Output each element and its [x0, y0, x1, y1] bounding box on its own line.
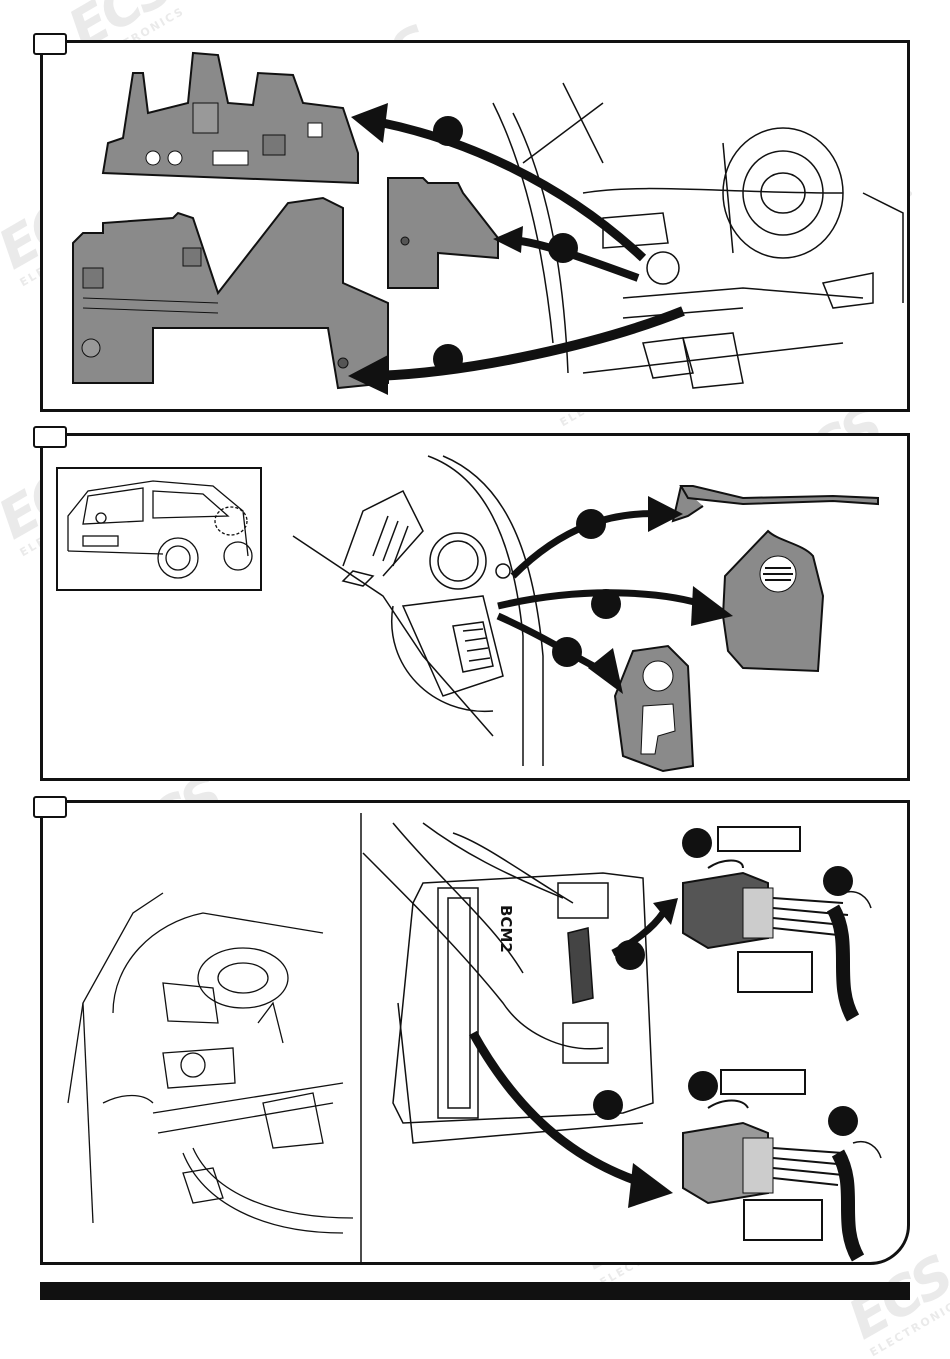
footer-bar	[40, 1282, 910, 1300]
callout-marker	[682, 828, 712, 858]
dashboard-side-lineart	[293, 456, 543, 766]
bcm-module-label: BCM2	[497, 905, 515, 953]
arrow-head-1	[351, 103, 388, 143]
callout-marker	[548, 233, 578, 263]
blank-label-box	[717, 826, 801, 852]
dashboard-lineart	[493, 83, 903, 388]
removal-arrow-6	[498, 616, 603, 671]
callout-marker	[823, 866, 853, 896]
callout-marker	[433, 344, 463, 374]
callout-marker	[591, 589, 621, 619]
vehicle-inset-frame	[57, 468, 261, 590]
step-panel-2	[40, 433, 910, 781]
step-number-tab-2	[33, 426, 67, 448]
step-number-tab-3	[33, 796, 67, 818]
callout-marker	[828, 1106, 858, 1136]
blank-label-box	[743, 1199, 823, 1241]
callout-marker	[688, 1071, 718, 1101]
step-panel-1	[40, 40, 910, 412]
blank-label-box	[737, 951, 813, 993]
a-pillar-trim	[673, 486, 878, 521]
step-panel-3: BCM2	[40, 800, 910, 1265]
footwell-lineart	[68, 893, 353, 1233]
panel-2-illustration	[43, 436, 913, 784]
end-cover-panel	[723, 531, 823, 671]
callout-marker	[433, 116, 463, 146]
arrow-head-6	[588, 648, 623, 694]
panel-1-illustration	[43, 43, 913, 415]
arrow-head-bottom	[628, 1163, 673, 1208]
blank-label-box	[720, 1069, 806, 1095]
step-number-tab-1	[33, 33, 67, 55]
harness-connector-top	[683, 873, 853, 1018]
column-side-cover	[388, 178, 498, 288]
callout-marker	[576, 509, 606, 539]
callout-marker	[552, 637, 582, 667]
callout-marker	[593, 1090, 623, 1120]
callout-marker	[615, 940, 645, 970]
